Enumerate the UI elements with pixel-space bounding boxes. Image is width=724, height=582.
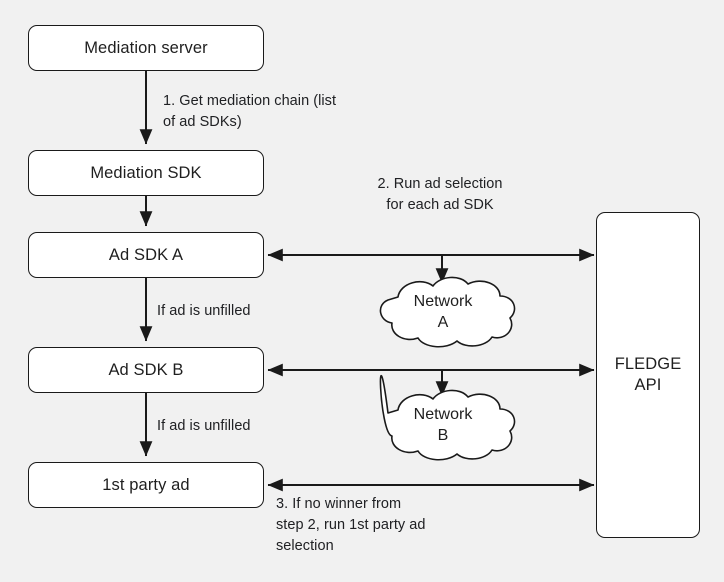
node-ad-sdk-b-label: Ad SDK B <box>108 360 184 379</box>
edge-label-step-1: 1. Get mediation chain (list of ad SDKs) <box>163 93 337 131</box>
node-first-party-ad-label: 1st party ad <box>102 475 190 494</box>
network-a-cloud-shape <box>379 276 516 348</box>
node-mediation-server-label: Mediation server <box>84 38 208 57</box>
edge-label-step-2: 2. Run ad selection for each ad SDK <box>377 176 503 214</box>
node-mediation-server[interactable]: Mediation server <box>28 25 264 71</box>
edge-label-step-3: 3. If no winner from step 2, run 1st par… <box>276 496 426 555</box>
node-fledge-api-label: FLEDGE API <box>614 355 682 394</box>
network-b-cloud-shape <box>379 375 516 461</box>
node-ad-sdk-a-label: Ad SDK A <box>108 245 184 264</box>
node-fledge-api[interactable]: FLEDGE API <box>596 212 700 538</box>
node-first-party-ad[interactable]: 1st party ad <box>28 462 264 508</box>
node-mediation-sdk[interactable]: Mediation SDK <box>28 150 264 196</box>
node-ad-sdk-a[interactable]: Ad SDK A <box>28 232 264 278</box>
node-ad-sdk-b[interactable]: Ad SDK B <box>28 347 264 393</box>
edge-label-if-ad-unfilled-a: If ad is unfilled <box>157 303 251 319</box>
node-mediation-sdk-label: Mediation SDK <box>90 163 202 182</box>
edge-label-if-ad-unfilled-b: If ad is unfilled <box>157 418 251 434</box>
